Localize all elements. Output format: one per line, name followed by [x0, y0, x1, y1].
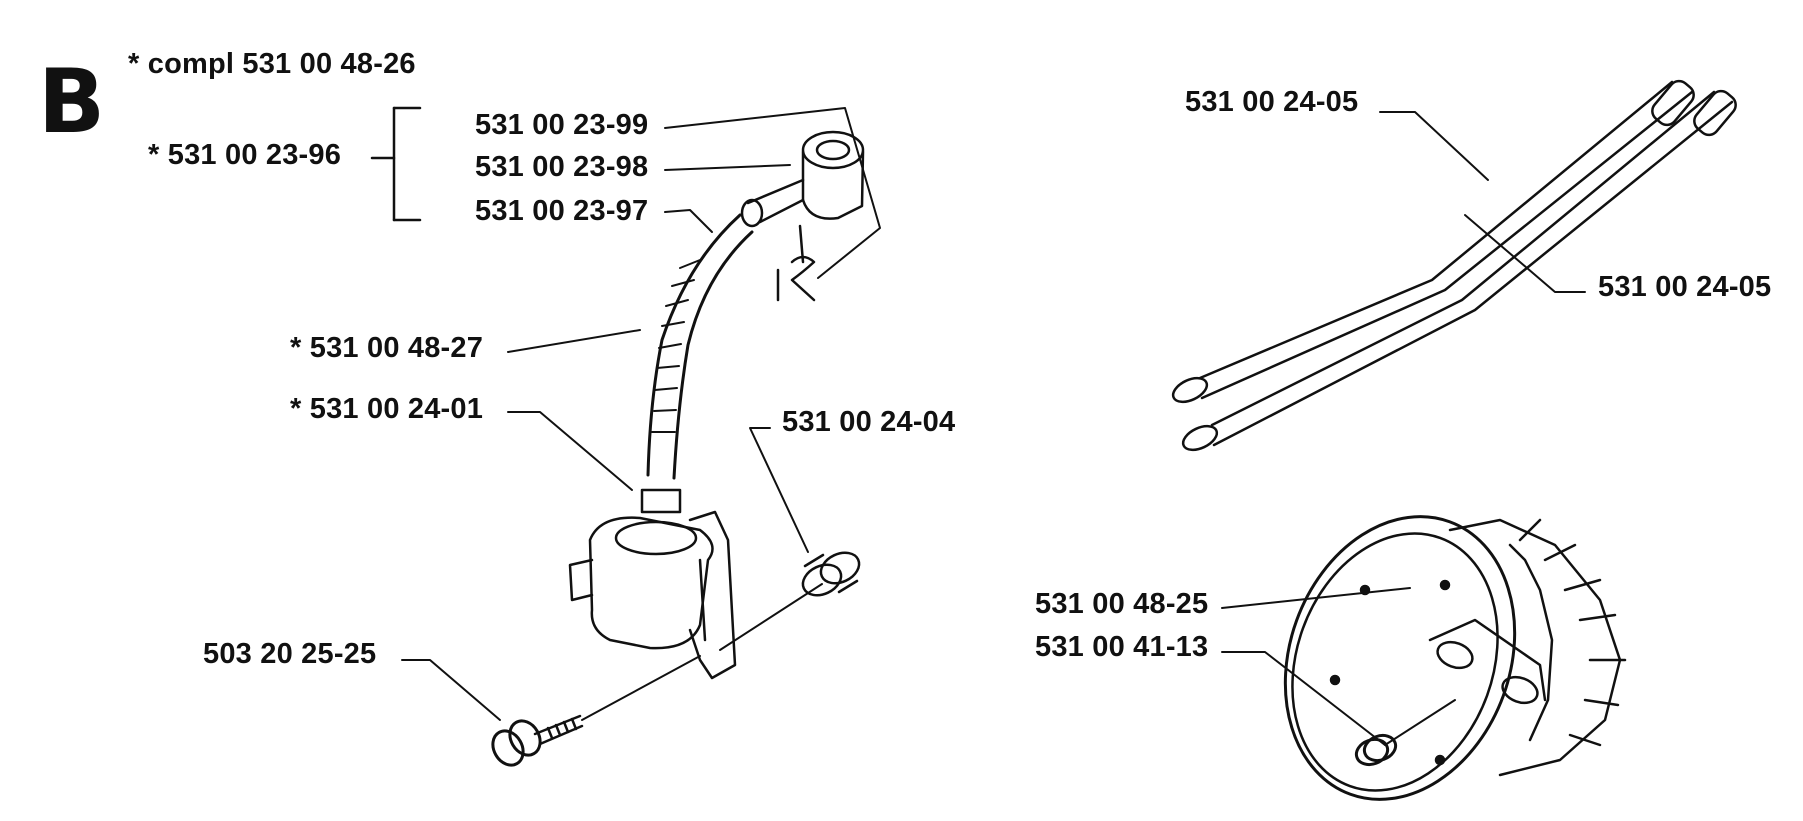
label-group: * 531 00 23-96 [148, 139, 342, 171]
label-2398: 531 00 23-98 [475, 151, 649, 183]
label-4825: 531 00 48-25 [1035, 588, 1209, 620]
ignition-coil [568, 130, 865, 680]
group-bracket [370, 106, 422, 222]
sleeve-part [801, 551, 861, 597]
label-2405-top: 531 00 24-05 [1185, 86, 1359, 118]
label-2525: 503 20 25-25 [203, 638, 377, 670]
label-2397: 531 00 23-97 [475, 195, 649, 227]
short-circuit-leads [1171, 79, 1737, 452]
label-2399: 531 00 23-99 [475, 109, 649, 141]
screw-part [491, 655, 701, 767]
label-4113: 531 00 41-13 [1035, 631, 1209, 663]
label-2404: 531 00 24-04 [782, 406, 956, 438]
section-letter: B [38, 50, 106, 153]
label-4827: * 531 00 48-27 [290, 332, 484, 364]
label-compl: * compl 531 00 48-26 [128, 48, 416, 80]
flywheel-nut [1354, 733, 1398, 767]
flywheel [1283, 515, 1627, 801]
label-2405-right: 531 00 24-05 [1598, 271, 1772, 303]
label-2401: * 531 00 24-01 [290, 393, 484, 425]
leader-lines [401, 107, 1586, 746]
